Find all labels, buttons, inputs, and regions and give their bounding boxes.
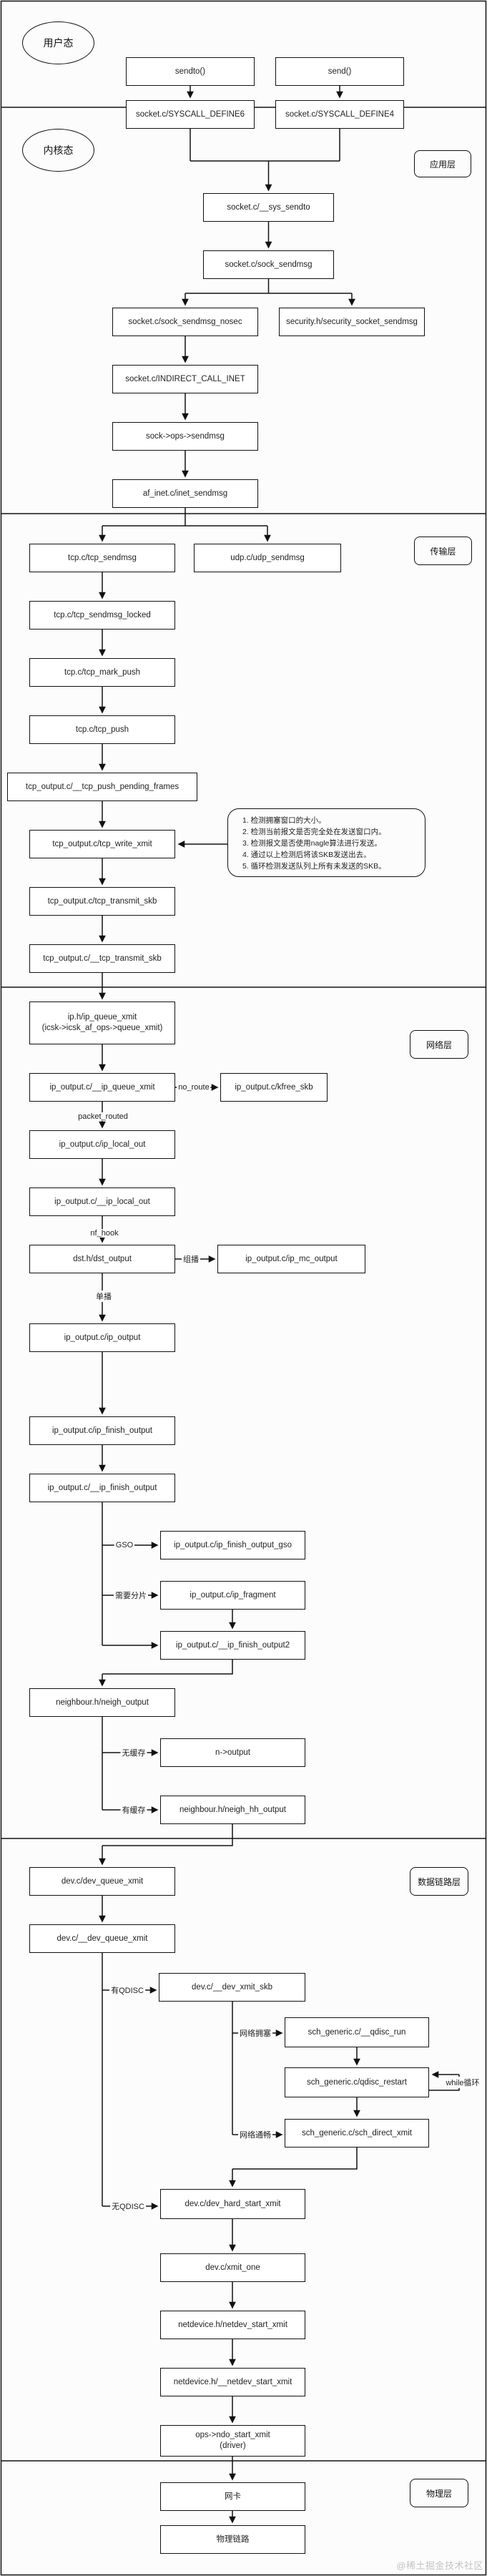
node-ip-fragment: ip_output.c/ip_fragment <box>160 1581 305 1610</box>
node-tcp-push-pending-frames: tcp_output.c/__tcp_push_pending_frames <box>7 773 197 801</box>
plain-connectors <box>102 129 460 2206</box>
node-syscall-define4: socket.c/SYSCALL_DEFINE4 <box>275 100 404 129</box>
note-line: 1. 检测拥塞窗口的大小。 <box>242 816 326 825</box>
node-tcp-transmit-skb-u: tcp_output.c/__tcp_transmit_skb <box>29 944 175 973</box>
node-xmit-one: dev.c/xmit_one <box>160 2253 305 2282</box>
edge-label-no-cache: 无缓存 <box>120 1747 147 1758</box>
node-ip-finish-output2: ip_output.c/__ip_finish_output2 <box>160 1631 305 1660</box>
node-ip-local-out: ip_output.c/ip_local_out <box>29 1130 175 1159</box>
edge-label-network-clear: 网络通畅 <box>238 2129 272 2140</box>
edge-label-no-route: no_route <box>177 1083 211 1092</box>
node-dev-queue-xmit: dev.c/dev_queue_xmit <box>29 1867 175 1896</box>
edge-label-unicast: 单播 <box>94 1291 113 1302</box>
node-tcp-sendmsg: tcp.c/tcp_sendmsg <box>29 544 175 572</box>
node-qdisc-restart: sch_generic.c/qdisc_restart <box>285 2067 429 2097</box>
edge-label-nf-hook: nf_hook <box>89 1229 120 1238</box>
node-kfree-skb: ip_output.c/kfree_skb <box>220 1073 328 1102</box>
edge-label-need-fragment: 需要分片 <box>114 1590 148 1601</box>
node-indirect-call-inet: socket.c/INDIRECT_CALL_INET <box>112 365 258 393</box>
node-ip-finish-output-u: ip_output.c/__ip_finish_output <box>29 1474 175 1502</box>
node-physical-link: 物理链路 <box>160 2525 305 2554</box>
node-nic: 网卡 <box>160 2482 305 2511</box>
badge-physical-layer: 物理层 <box>410 2479 468 2507</box>
node-dst-output: dst.h/dst_output <box>29 1245 175 1273</box>
node-tcp-sendmsg-locked: tcp.c/tcp_sendmsg_locked <box>29 601 175 630</box>
edge-label-has-cache: 有缓存 <box>120 1804 147 1816</box>
badge-datalink-layer: 数据链路层 <box>410 1867 468 1896</box>
watermark-text: @稀土掘金技术社区 <box>396 2560 483 2571</box>
ellipse-user-mode: 用户态 <box>22 21 94 64</box>
node-netdev-start-xmit-u: netdevice.h/__netdev_start_xmit <box>160 2368 305 2396</box>
node-tcp-push: tcp.c/tcp_push <box>29 715 175 744</box>
note-line: 4. 通过以上检测后将该SKB发送出去。 <box>242 850 371 859</box>
node-sock-ops-sendmsg: sock->ops->sendmsg <box>112 422 258 451</box>
node-inet-sendmsg: af_inet.c/inet_sendmsg <box>112 479 258 508</box>
node-sendto: sendto() <box>126 57 255 86</box>
node-ip-queue-xmit: ip.h/ip_queue_xmit (icsk->icsk_af_ops->q… <box>29 1001 175 1044</box>
badge-app-layer: 应用层 <box>414 150 471 177</box>
node-tcp-mark-push: tcp.c/tcp_mark_push <box>29 658 175 687</box>
node-neigh-output: neighbour.h/neigh_output <box>29 1688 175 1717</box>
node-sys-sendto: socket.c/__sys_sendto <box>203 193 334 222</box>
ellipse-kernel-mode: 内核态 <box>22 129 94 172</box>
edge-label-multicast: 组播 <box>182 1253 200 1265</box>
node-dev-hard-start-xmit: dev.c/dev_hard_start_xmit <box>160 2189 305 2219</box>
node-dev-queue-xmit-u: dev.c/__dev_queue_xmit <box>29 1924 175 1953</box>
note-line: 3. 检测报文是否使用nagle算法进行发送。 <box>242 838 382 848</box>
node-tcp-transmit-skb: tcp_output.c/tcp_transmit_skb <box>29 887 175 916</box>
node-udp-sendmsg: udp.c/udp_sendmsg <box>194 544 341 572</box>
note-line: 5. 循环检测发送队列上所有未发送的SKB。 <box>242 861 386 871</box>
edge-label-while-loop: while循环 <box>444 2077 481 2088</box>
node-sch-direct-xmit: sch_generic.c/sch_direct_xmit <box>285 2119 429 2148</box>
note-line: 2. 检测当前报文是否完全处在发送窗口内。 <box>242 827 386 836</box>
node-ip-finish-output: ip_output.c/ip_finish_output <box>29 1416 175 1445</box>
node-send: send() <box>275 57 404 86</box>
node-ip-finish-output-gso: ip_output.c/ip_finish_output_gso <box>160 1531 305 1559</box>
tcp-write-xmit-note: 1. 检测拥塞窗口的大小。 2. 检测当前报文是否完全处在发送窗口内。 3. 检测报… <box>227 808 425 877</box>
edge-label-no-qdisc: 无QDISC <box>110 2200 146 2212</box>
node-sock-sendmsg-nosec: socket.c/sock_sendmsg_nosec <box>112 308 258 336</box>
node-syscall-define6: socket.c/SYSCALL_DEFINE6 <box>126 100 255 129</box>
edge-label-packet-routed: packet_routed <box>77 1112 129 1121</box>
node-ndo-start-xmit: ops->ndo_start_xmit (driver) <box>160 2425 305 2457</box>
badge-transport-layer: 传输层 <box>414 537 472 565</box>
node-netdev-start-xmit: netdevice.h/netdev_start_xmit <box>160 2311 305 2339</box>
edge-label-gso: GSO <box>114 1541 135 1549</box>
node-qdisc-run: sch_generic.c/__qdisc_run <box>285 2017 429 2047</box>
node-ip-queue-xmit-u: ip_output.c/__ip_queue_xmit <box>29 1073 175 1102</box>
badge-network-layer: 网络层 <box>410 1030 468 1059</box>
node-ip-output: ip_output.c/ip_output <box>29 1323 175 1352</box>
edge-label-has-qdisc: 有QDISC <box>109 1984 145 1996</box>
node-ip-local-out-u: ip_output.c/__ip_local_out <box>29 1187 175 1216</box>
node-sock-sendmsg: socket.c/sock_sendmsg <box>203 250 334 279</box>
arrow-connectors <box>99 86 459 2524</box>
node-ip-mc-output: ip_output.c/ip_mc_output <box>217 1245 365 1273</box>
node-security-socket-sendmsg: security.h/security_socket_sendmsg <box>279 308 425 336</box>
node-neigh-hh-output: neighbour.h/neigh_hh_output <box>160 1796 305 1824</box>
edge-label-network-congestion: 网络拥塞 <box>238 2027 272 2039</box>
node-dev-xmit-skb: dev.c/__dev_xmit_skb <box>159 1973 305 2002</box>
node-tcp-write-xmit: tcp_output.c/tcp_write_xmit <box>29 830 175 858</box>
node-n-output: n->output <box>160 1738 305 1767</box>
